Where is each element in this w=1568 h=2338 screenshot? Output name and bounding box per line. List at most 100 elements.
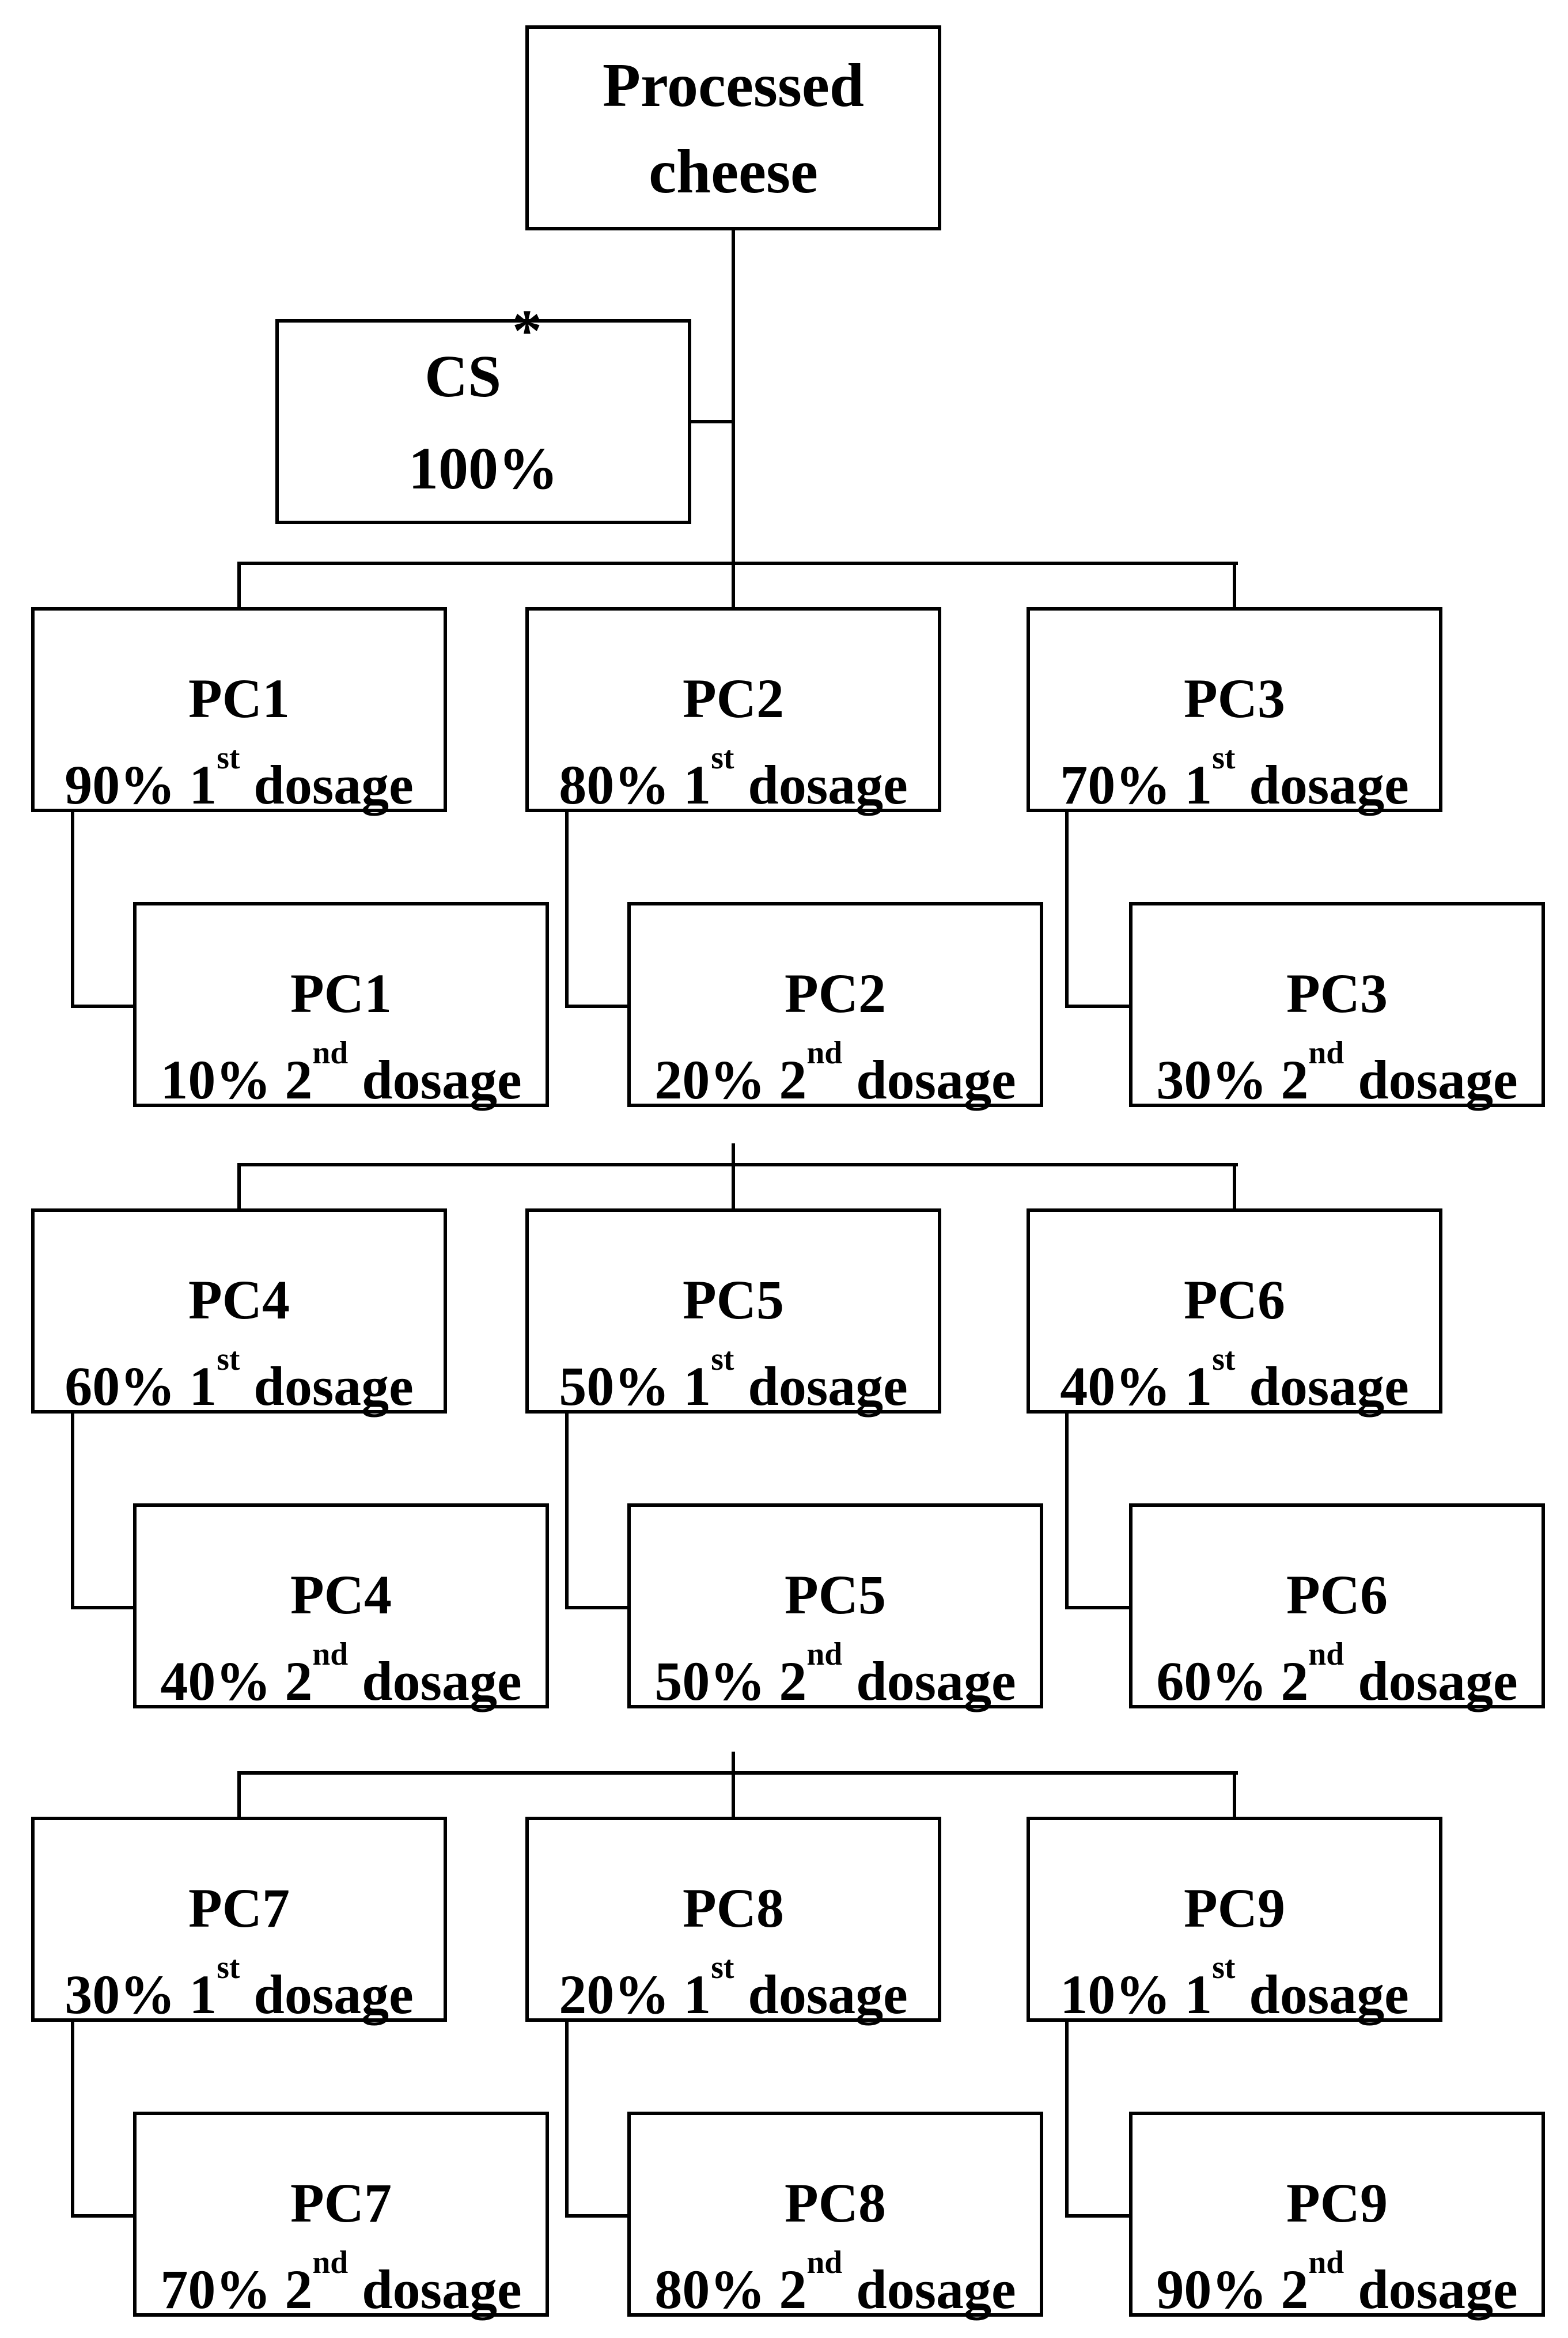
pc7-second-dosage-box: PC7 70% 2nd dosage: [133, 2112, 549, 2320]
pc5-second-dosage-text: 50% 2nd dosage: [654, 1638, 1016, 1725]
pc3-first-dosage-text: 70% 1st dosage: [1060, 742, 1409, 828]
ordinal-suffix: st: [711, 740, 734, 776]
pc3-elbow-horizontal: [1065, 1005, 1133, 1008]
ordinal-suffix: st: [217, 1950, 240, 1986]
ordinal-suffix: st: [1212, 740, 1236, 776]
pc1-label: PC1: [290, 963, 392, 1024]
pc1-label: PC1: [188, 668, 290, 729]
dosage-suffix: dosage: [348, 1049, 522, 1111]
row3-stub-line: [732, 1752, 735, 1775]
row1-branch-line: [237, 562, 1238, 565]
pc3-label: PC3: [1184, 668, 1285, 729]
row1-drop-left: [237, 562, 241, 611]
pc4-first-dosage-text: 60% 1st dosage: [65, 1343, 414, 1430]
ordinal-suffix: nd: [312, 1035, 349, 1071]
ordinal-suffix: st: [1212, 1950, 1236, 1986]
pc9-elbow-vertical: [1065, 2022, 1069, 2218]
pc4-label: PC4: [290, 1564, 392, 1625]
row3-drop-right: [1233, 1771, 1236, 1820]
pc3-first-dosage-box: PC3 70% 1st dosage: [1027, 607, 1442, 816]
pc1-first-dosage-text: 90% 1st dosage: [65, 742, 414, 828]
ordinal-suffix: nd: [806, 1035, 843, 1071]
pc1-second-dosage-text: 10% 2nd dosage: [160, 1037, 521, 1123]
dosage-prefix: 10% 1: [1060, 1964, 1213, 2025]
dosage-suffix: dosage: [240, 754, 414, 816]
pc2-label: PC2: [683, 668, 784, 729]
ordinal-suffix: st: [217, 1342, 240, 1378]
pc4-second-dosage-text: 40% 2nd dosage: [160, 1638, 521, 1725]
pc2-second-dosage-text: 20% 2nd dosage: [654, 1037, 1016, 1123]
dosage-suffix: dosage: [734, 1964, 908, 2025]
pc5-label: PC5: [785, 1564, 886, 1625]
pc8-second-dosage-box: PC8 80% 2nd dosage: [627, 2112, 1043, 2320]
ordinal-suffix: nd: [312, 2245, 349, 2281]
main-vertical-line: [732, 230, 735, 565]
dosage-suffix: dosage: [348, 1650, 522, 1712]
ordinal-suffix: nd: [1308, 1035, 1344, 1071]
dosage-prefix: 90% 1: [65, 754, 217, 816]
cs-asterisk: *: [512, 297, 542, 364]
dosage-prefix: 70% 2: [160, 2259, 313, 2320]
pc1-first-dosage-box: PC1 90% 1st dosage: [31, 607, 447, 816]
pc2-elbow-horizontal: [565, 1005, 632, 1008]
pc4-elbow-vertical: [71, 1414, 74, 1609]
pc9-label: PC9: [1286, 2172, 1388, 2234]
pc3-second-dosage-box: PC3 30% 2nd dosage: [1129, 902, 1545, 1111]
dosage-suffix: dosage: [1235, 754, 1409, 816]
dosage-prefix: 20% 1: [559, 1964, 711, 2025]
row3-drop-center: [732, 1771, 735, 1820]
dosage-prefix: 60% 2: [1156, 1650, 1309, 1712]
dosage-prefix: 40% 1: [1060, 1355, 1213, 1417]
pc7-first-dosage-text: 30% 1st dosage: [65, 1952, 414, 2038]
pc9-elbow-horizontal: [1065, 2214, 1133, 2218]
pc5-elbow-vertical: [565, 1414, 569, 1609]
pc6-elbow-horizontal: [1065, 1606, 1133, 1609]
pc2-label: PC2: [785, 963, 886, 1024]
cs-connector-line: [688, 420, 735, 423]
cs-value: 100%: [408, 435, 558, 502]
dosage-suffix: dosage: [348, 2259, 522, 2320]
row2-stub-line: [732, 1143, 735, 1166]
pc9-second-dosage-text: 90% 2nd dosage: [1156, 2246, 1517, 2333]
pc5-first-dosage-text: 50% 1st dosage: [559, 1343, 908, 1430]
dosage-suffix: dosage: [842, 1049, 1016, 1111]
pc9-label: PC9: [1184, 1877, 1285, 1939]
pc1-second-dosage-box: PC1 10% 2nd dosage: [133, 902, 549, 1111]
pc7-label: PC7: [188, 1877, 290, 1939]
pc8-label: PC8: [683, 1877, 784, 1939]
pc8-elbow-horizontal: [565, 2214, 632, 2218]
row2-drop-right: [1233, 1163, 1236, 1212]
dosage-prefix: 50% 1: [559, 1355, 711, 1417]
pc5-elbow-horizontal: [565, 1606, 632, 1609]
pc7-first-dosage-box: PC7 30% 1st dosage: [31, 1817, 447, 2025]
pc3-second-dosage-text: 30% 2nd dosage: [1156, 1037, 1517, 1123]
processed-cheese-line2: cheese: [649, 138, 818, 206]
pc8-first-dosage-box: PC8 20% 1st dosage: [525, 1817, 941, 2025]
pc6-first-dosage-text: 40% 1st dosage: [1060, 1343, 1409, 1430]
ordinal-suffix: st: [711, 1342, 734, 1378]
pc6-first-dosage-box: PC6 40% 1st dosage: [1027, 1208, 1442, 1417]
cs-label-line: CS*: [425, 301, 542, 423]
pc9-first-dosage-box: PC9 10% 1st dosage: [1027, 1817, 1442, 2025]
pc6-label: PC6: [1286, 1564, 1388, 1625]
processed-cheese-line1: Processed: [603, 51, 864, 120]
dosage-prefix: 30% 2: [1156, 1049, 1309, 1111]
ordinal-suffix: nd: [312, 1636, 349, 1673]
row1-drop-center: [732, 562, 735, 611]
row3-drop-left: [237, 1771, 241, 1820]
dosage-prefix: 80% 2: [654, 2259, 807, 2320]
row2-drop-center: [732, 1163, 735, 1212]
dosage-suffix: dosage: [1344, 2259, 1518, 2320]
row3-branch-line: [237, 1771, 1238, 1775]
pc4-second-dosage-box: PC4 40% 2nd dosage: [133, 1503, 549, 1712]
dosage-prefix: 90% 2: [1156, 2259, 1309, 2320]
dosage-prefix: 10% 2: [160, 1049, 313, 1111]
pc1-elbow-horizontal: [71, 1005, 138, 1008]
pc9-first-dosage-text: 10% 1st dosage: [1060, 1952, 1409, 2038]
pc2-elbow-vertical: [565, 812, 569, 1008]
dosage-suffix: dosage: [842, 2259, 1016, 2320]
row1-drop-right: [1233, 562, 1236, 611]
pc3-label: PC3: [1286, 963, 1388, 1024]
dosage-suffix: dosage: [240, 1355, 414, 1417]
